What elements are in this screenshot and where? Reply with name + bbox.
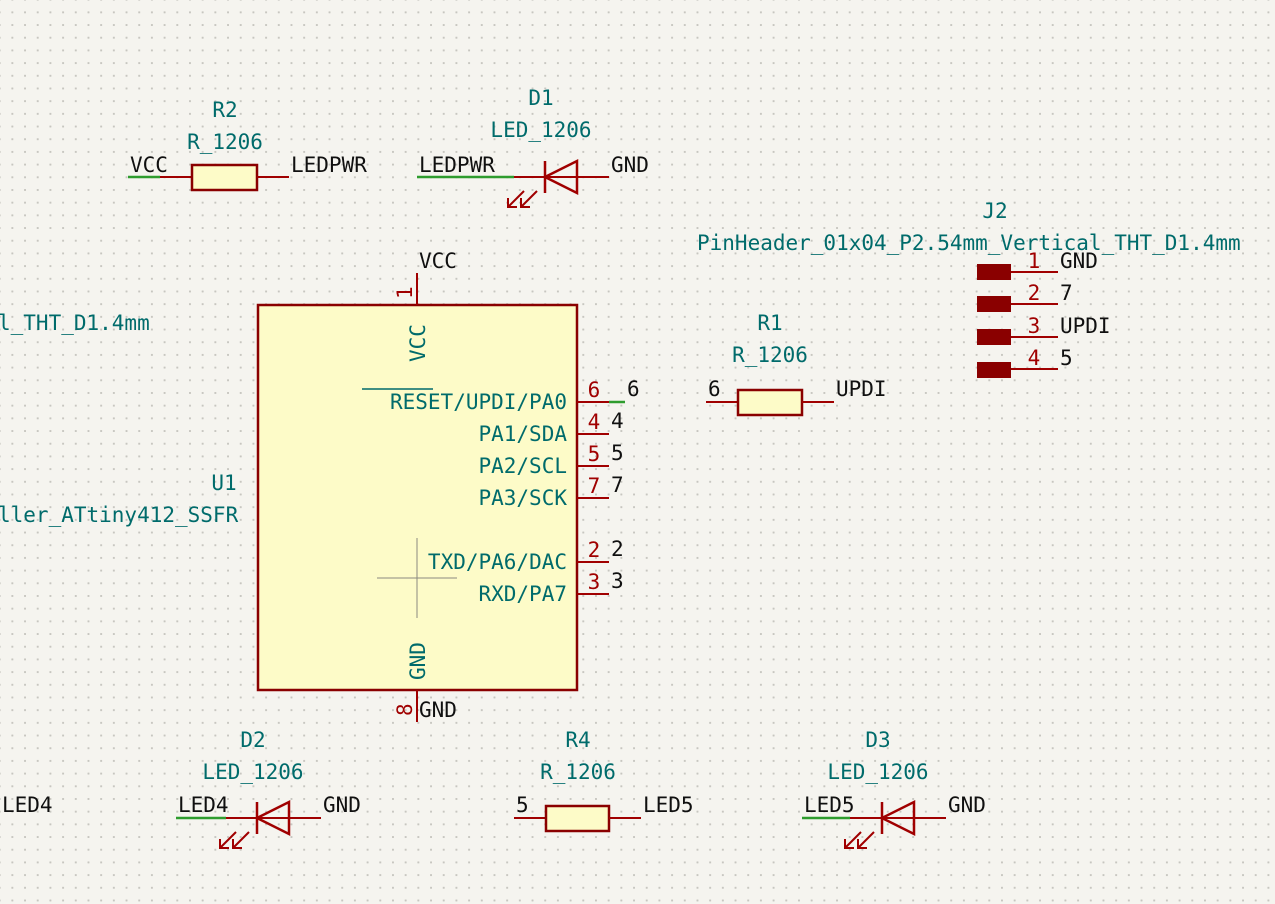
d1-right-net-label: GND [611, 153, 649, 177]
u1-pin-number: 2 [588, 538, 601, 562]
u1-pa0-net-label: 6 [627, 377, 640, 401]
u1-pin-net: 5 [611, 441, 624, 465]
j2-pad [977, 329, 1011, 345]
led-d3[interactable]: D3 LED_1206 LED5 GND [802, 728, 986, 849]
mcu-u1[interactable]: U1 ller_ATtiny412_SSFR VCC 1 VCC GND 8 G… [0, 249, 640, 722]
u1-pa0-name: RESET/UPDI/PA0 [390, 390, 567, 414]
u1-pin-number: 7 [588, 474, 601, 498]
d2-reference: D2 [240, 728, 265, 752]
j2-pin-net: UPDI [1060, 314, 1111, 338]
r2-reference: R2 [212, 98, 237, 122]
j2-pin-net: 5 [1060, 346, 1073, 370]
j1-value-fragment: l_THT_D1.4mm [0, 311, 150, 335]
d3-value: LED_1206 [827, 760, 928, 784]
u1-gnd-net-label: GND [419, 698, 457, 722]
u1-anchor-crosshair-icon [377, 538, 457, 618]
led4-edge-net-label: LED4 [2, 793, 53, 817]
j2-pad [977, 296, 1011, 312]
u1-pin-name: RXD/PA7 [478, 582, 567, 606]
u1-body [256, 303, 579, 692]
u1-pin-pa7[interactable]: RXD/PA7 3 3 [478, 569, 623, 606]
u1-reference: U1 [211, 471, 236, 495]
u1-pin-net: 2 [611, 537, 624, 561]
j2-pad [977, 362, 1011, 378]
j2-pin-number: 2 [1028, 281, 1041, 305]
led-d2[interactable]: D2 LED_1206 LED4 GND [176, 728, 361, 849]
reset-overbar-text: RESET [390, 390, 454, 414]
r4-value: R_1206 [540, 760, 616, 784]
d2-light-arrows-icon [219, 831, 250, 849]
u1-vcc-net-label: VCC [419, 249, 457, 273]
u1-gnd-pin-name: GND [406, 642, 430, 680]
r2-value: R_1206 [187, 130, 263, 154]
resistor-r4[interactable]: R4 R_1206 5 LED5 [514, 728, 694, 833]
u1-pin-name: PA2/SCL [478, 454, 567, 478]
d3-left-net-label: LED5 [804, 793, 855, 817]
u1-pin-name: PA3/SCK [478, 486, 567, 510]
r4-left-net-label: 5 [516, 793, 529, 817]
j2-pin-4[interactable]: 4 5 [977, 346, 1073, 378]
j2-pin-1[interactable]: 1 GND [977, 249, 1098, 280]
d3-diode-triangle [879, 799, 916, 837]
u1-pin-number: 5 [588, 442, 601, 466]
u1-vcc-pin-name: VCC [406, 324, 430, 362]
u1-pin-pa6[interactable]: TXD/PA6/DAC 2 2 [428, 537, 624, 574]
resistor-r2[interactable]: R2 R_1206 VCC LEDPWR [128, 98, 367, 192]
j2-pin-net: GND [1060, 249, 1098, 273]
resistor-r1[interactable]: R1 R_1206 6 UPDI [706, 311, 887, 417]
u1-pin-net: 7 [611, 473, 624, 497]
d1-value: LED_1206 [490, 118, 591, 142]
reset-rest-text: /UPDI/PA0 [453, 390, 567, 414]
r2-right-net-label: LEDPWR [291, 153, 367, 177]
j2-value: PinHeader_01x04_P2.54mm_Vertical_THT_D1.… [697, 231, 1241, 255]
d2-right-net-label: GND [323, 793, 361, 817]
j2-pin-net: 7 [1060, 281, 1073, 305]
j2-pin-2[interactable]: 2 7 [977, 281, 1073, 312]
connector-j2[interactable]: J2 PinHeader_01x04_P2.54mm_Vertical_THT_… [697, 199, 1241, 378]
u1-pin-number: 3 [588, 570, 601, 594]
u1-pin-name: TXD/PA6/DAC [428, 550, 567, 574]
d1-light-arrows-icon [507, 190, 538, 208]
u1-value-fragment: ller_ATtiny412_SSFR [0, 503, 239, 527]
r2-left-net-label: VCC [130, 153, 168, 177]
led-d1[interactable]: D1 LED_1206 LEDPWR GND [417, 86, 649, 208]
r2-body [190, 163, 259, 192]
j2-pin-number: 3 [1028, 314, 1041, 338]
u1-pin-net: 4 [611, 409, 624, 433]
d2-value: LED_1206 [202, 760, 303, 784]
u1-pin-name: PA1/SDA [478, 422, 567, 446]
j2-pad [977, 264, 1011, 280]
r4-reference: R4 [565, 728, 590, 752]
j2-reference: J2 [982, 199, 1007, 223]
j2-pin-3[interactable]: 3 UPDI [977, 314, 1111, 345]
d3-right-net-label: GND [948, 793, 986, 817]
r1-value: R_1206 [732, 343, 808, 367]
u1-pin-pa3[interactable]: PA3/SCK 7 7 [478, 473, 623, 510]
d2-left-net-label: LED4 [178, 793, 229, 817]
r4-body [544, 804, 611, 833]
u1-pa0-pin-number: 6 [588, 378, 601, 402]
d1-reference: D1 [528, 86, 553, 110]
u1-pin-pa2[interactable]: PA2/SCL 5 5 [478, 441, 623, 478]
u1-pin-net: 3 [611, 569, 624, 593]
d3-reference: D3 [865, 728, 890, 752]
d2-diode-triangle [254, 799, 291, 837]
r1-left-net-label: 6 [708, 377, 721, 401]
r4-right-net-label: LED5 [643, 793, 694, 817]
j2-pin-number: 4 [1028, 346, 1041, 370]
r1-reference: R1 [757, 311, 782, 335]
u1-pin-pa1[interactable]: PA1/SDA 4 4 [478, 409, 623, 446]
d1-diode-triangle [542, 158, 579, 196]
u1-gnd-pin-number: 8 [393, 703, 417, 716]
j2-pin-number: 1 [1028, 249, 1041, 273]
u1-vcc-pin-number: 1 [393, 286, 417, 299]
d1-left-net-label: LEDPWR [419, 153, 495, 177]
r1-right-net-label: UPDI [836, 377, 887, 401]
r1-body [736, 388, 804, 417]
d3-light-arrows-icon [844, 831, 875, 849]
u1-pin-number: 4 [588, 410, 601, 434]
u1-pin-pa0[interactable]: RESET/UPDI/PA0 6 6 [362, 377, 640, 414]
